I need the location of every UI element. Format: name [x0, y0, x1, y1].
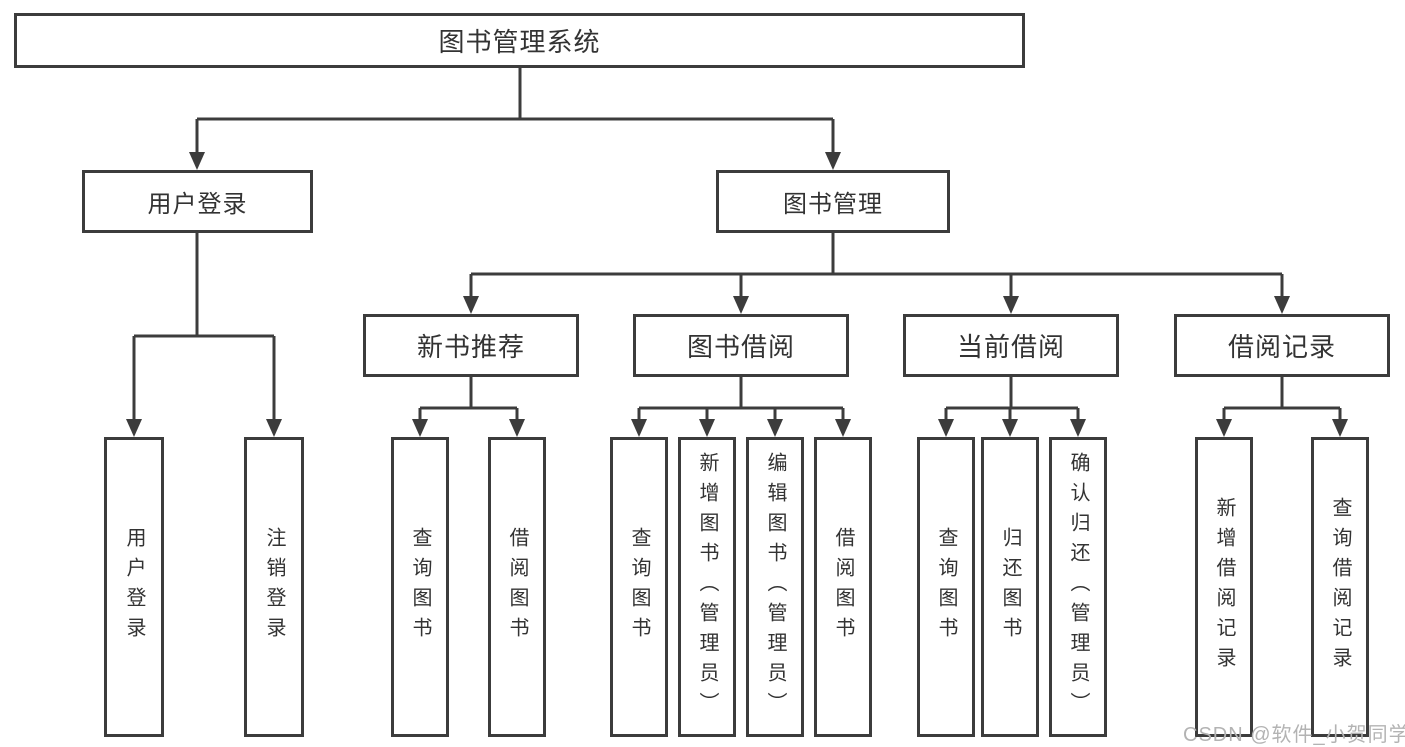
- arrowhead: [463, 296, 479, 314]
- leaf-borrow-books-2: 借阅图书: [814, 437, 872, 737]
- leaf-label: 编辑图书（管理员）: [764, 452, 786, 722]
- leaf-label: 新增图书（管理员）: [696, 452, 718, 722]
- leaf-user-login: 用户登录: [104, 437, 164, 737]
- node-label: 用户登录: [147, 191, 248, 218]
- leaf-label: 查询图书: [409, 527, 431, 647]
- leaf-label: 查询借阅记录: [1329, 497, 1351, 677]
- leaf-label: 查询图书: [628, 527, 650, 647]
- arrowhead: [126, 419, 142, 437]
- arrowhead: [938, 419, 954, 437]
- leaf-borrow-books-1: 借阅图书: [488, 437, 546, 737]
- leaf-label: 借阅图书: [832, 527, 854, 647]
- leaf-label: 确认归还（管理员）: [1067, 452, 1089, 722]
- node-label: 图书管理: [783, 191, 883, 218]
- arrowhead: [699, 419, 715, 437]
- leaf-query-books-3: 查询图书: [917, 437, 975, 737]
- node-new-book-recommendation: 新书推荐: [363, 314, 579, 377]
- arrowhead: [189, 152, 205, 170]
- leaf-edit-books-admin: 编辑图书（管理员）: [746, 437, 804, 737]
- node-label: 图书管理系统: [438, 27, 601, 57]
- node-book-management: 图书管理: [716, 170, 950, 233]
- leaf-label: 归还图书: [999, 527, 1021, 647]
- arrowhead: [1274, 296, 1290, 314]
- arrowhead: [1003, 296, 1019, 314]
- leaf-add-books-admin: 新增图书（管理员）: [678, 437, 736, 737]
- node-current-borrowing: 当前借阅: [903, 314, 1119, 377]
- leaf-label: 注销登录: [263, 527, 285, 647]
- arrowhead: [1070, 419, 1086, 437]
- arrowhead: [412, 419, 428, 437]
- arrowhead: [835, 419, 851, 437]
- node-label: 图书借阅: [686, 332, 795, 362]
- leaf-label: 借阅图书: [506, 527, 528, 647]
- node-label: 新书推荐: [416, 332, 525, 362]
- leaf-query-books-1: 查询图书: [391, 437, 449, 737]
- leaf-label: 新增借阅记录: [1213, 497, 1235, 677]
- arrowhead: [825, 152, 841, 170]
- node-borrowing-records: 借阅记录: [1174, 314, 1390, 377]
- leaf-return-books: 归还图书: [981, 437, 1039, 737]
- node-book-borrowing: 图书借阅: [633, 314, 849, 377]
- arrowhead: [767, 419, 783, 437]
- arrowhead: [1332, 419, 1348, 437]
- node-label: 当前借阅: [956, 332, 1065, 362]
- node-user-login: 用户登录: [82, 170, 313, 233]
- leaf-label: 查询图书: [935, 527, 957, 647]
- leaf-query-borrow-record: 查询借阅记录: [1311, 437, 1369, 737]
- arrowhead: [1002, 419, 1018, 437]
- arrowhead: [509, 419, 525, 437]
- arrowhead: [631, 419, 647, 437]
- leaf-add-borrow-record: 新增借阅记录: [1195, 437, 1253, 737]
- arrowhead: [1216, 419, 1232, 437]
- node-label: 借阅记录: [1227, 332, 1336, 362]
- leaf-confirm-return-admin: 确认归还（管理员）: [1049, 437, 1107, 737]
- node-library-management-system: 图书管理系统: [14, 13, 1025, 68]
- watermark: CSDN @软件_小贺同学: [1183, 724, 1405, 746]
- leaf-logout-login: 注销登录: [244, 437, 304, 737]
- leaf-label: 用户登录: [123, 527, 145, 647]
- arrowhead: [266, 419, 282, 437]
- arrowhead: [733, 296, 749, 314]
- leaf-query-books-2: 查询图书: [610, 437, 668, 737]
